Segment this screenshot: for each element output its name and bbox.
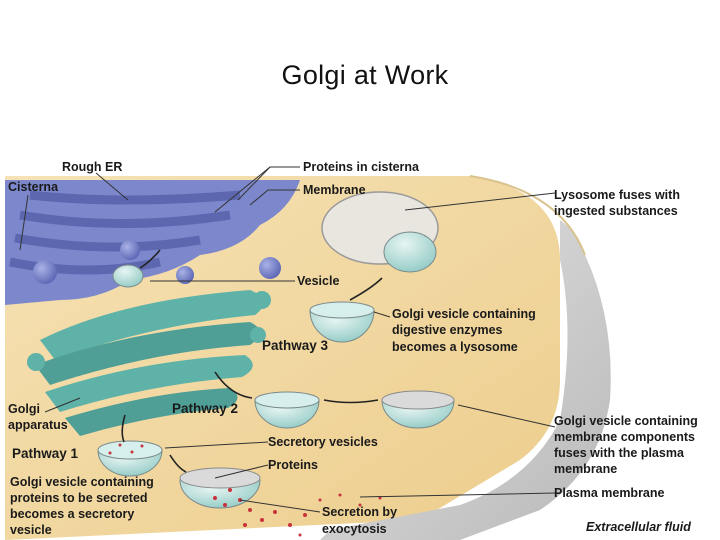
label-golgi-apparatus-1: Golgi [8,402,40,416]
golgi-vesicle-pathway-3 [309,301,375,343]
slide-title: Golgi at Work [281,60,449,90]
membrane-fusing-vesicle [381,390,455,429]
label-lysosome-fuses-1: Lysosome fuses with [554,188,680,202]
label-pathway-2: Pathway 2 [172,401,238,416]
golgi-apparatus [27,290,271,436]
label-golgi-apparatus-2: apparatus [8,418,68,432]
label-membrane-components-2: membrane components [554,430,695,444]
label-secretion-2: exocytosis [322,522,387,536]
label-secreted-3: becomes a secretory [10,507,134,521]
secretory-vesicle [97,440,163,477]
label-membrane-components-1: Golgi vesicle containing [554,414,698,428]
vesicle-er-transport [112,264,144,288]
label-extracellular-fluid: Extracellular fluid [586,520,691,534]
label-pathway-3: Pathway 3 [262,338,329,353]
label-digestive-2: digestive enzymes [392,323,503,337]
label-membrane-components-3: fuses with the plasma [554,446,685,460]
label-vesicle: Vesicle [297,274,339,288]
label-digestive-1: Golgi vesicle containing [392,307,536,321]
label-secretion-1: Secretion by [322,505,397,519]
leader-lines [19,166,556,513]
label-secreted-4: vesicle [10,523,52,537]
label-membrane-components-4: membrane [554,462,617,476]
label-pathway-1: Pathway 1 [12,446,79,461]
label-secretory-vesicles: Secretory vesicles [268,435,378,449]
label-digestive-3: becomes a lysosome [392,340,518,354]
label-plasma-membrane: Plasma membrane [554,486,665,500]
label-lysosome-fuses-2: ingested substances [554,204,678,218]
label-rough-er: Rough ER [62,160,122,174]
secreted-proteins [108,443,382,537]
label-proteins: Proteins [268,458,318,472]
label-membrane: Membrane [303,183,366,197]
pathway-arrows [121,249,383,473]
label-cisterna: Cisterna [8,180,59,194]
label-proteins-in-cisterna: Proteins in cisterna [303,160,420,174]
golgi-vesicle-pathway-2 [254,391,320,429]
label-secreted-2: proteins to be secreted [10,491,148,505]
label-secreted-1: Golgi vesicle containing [10,475,154,489]
